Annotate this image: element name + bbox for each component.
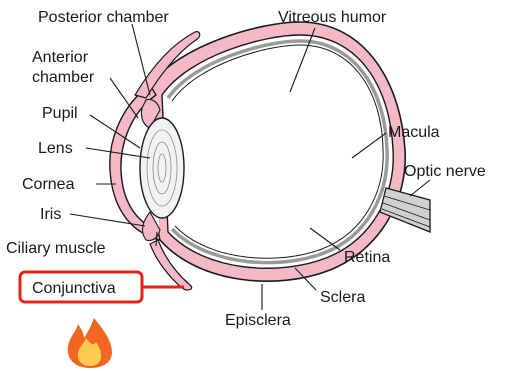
label-lens: Lens bbox=[38, 140, 73, 157]
conjunctiva-highlight: Conjunctiva bbox=[20, 272, 184, 302]
label-vitreous-humor: Vitreous humor bbox=[278, 9, 387, 26]
label-cornea: Cornea bbox=[22, 176, 75, 193]
label-macula: Macula bbox=[388, 124, 440, 141]
label-ciliary-muscle: Ciliary muscle bbox=[6, 240, 106, 257]
label-episclera: Episclera bbox=[225, 312, 291, 329]
leader-optic-nerve bbox=[410, 180, 430, 196]
label-conjunctiva: Conjunctiva bbox=[32, 280, 116, 297]
label-anterior-chamber-line2: chamber bbox=[32, 69, 95, 86]
leader-anterior-chamber bbox=[110, 78, 138, 118]
label-sclera: Sclera bbox=[320, 289, 365, 306]
label-pupil: Pupil bbox=[42, 105, 78, 122]
label-retina: Retina bbox=[344, 249, 390, 266]
label-anterior-chamber-line1: Anterior bbox=[32, 49, 89, 66]
label-iris: Iris bbox=[40, 206, 61, 223]
fire-emoji-icon bbox=[68, 318, 112, 368]
optic-nerve-group bbox=[380, 188, 430, 232]
eye-globe bbox=[150, 22, 405, 281]
label-posterior-chamber: Posterior chamber bbox=[38, 9, 169, 26]
optic-nerve bbox=[380, 188, 430, 232]
label-optic-nerve: Optic nerve bbox=[404, 163, 486, 180]
